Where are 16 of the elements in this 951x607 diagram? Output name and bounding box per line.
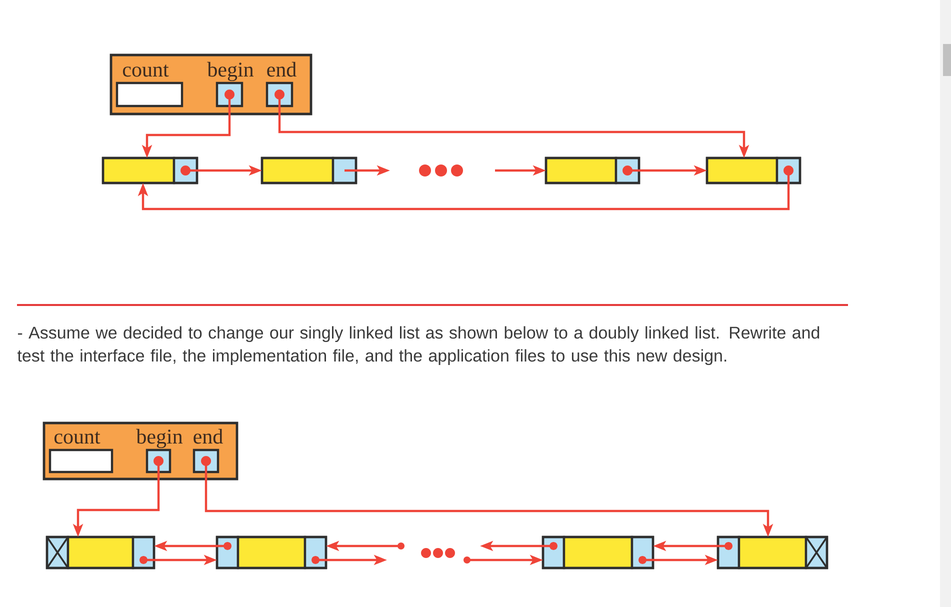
list-node	[216, 536, 328, 570]
list-node	[102, 156, 198, 184]
field-label: count	[54, 432, 100, 444]
field-label: begin	[136, 428, 183, 448]
list-node	[544, 156, 640, 184]
list-node	[706, 156, 802, 184]
list-node	[46, 536, 156, 570]
list-node	[260, 156, 358, 184]
field-label: end	[194, 428, 223, 444]
field-label: begin	[207, 62, 254, 82]
field-label: end	[267, 62, 296, 77]
list-node	[716, 536, 828, 570]
field-label: count	[122, 64, 169, 77]
instruction-text: - Assume we decided to change our singly linked list as shown below to a doubly linked list. Rewrite and test the interface file, the implementation file, and the application files to use this new design.	[17, 326, 820, 366]
arrow	[138, 166, 794, 210]
list-node	[542, 536, 654, 570]
